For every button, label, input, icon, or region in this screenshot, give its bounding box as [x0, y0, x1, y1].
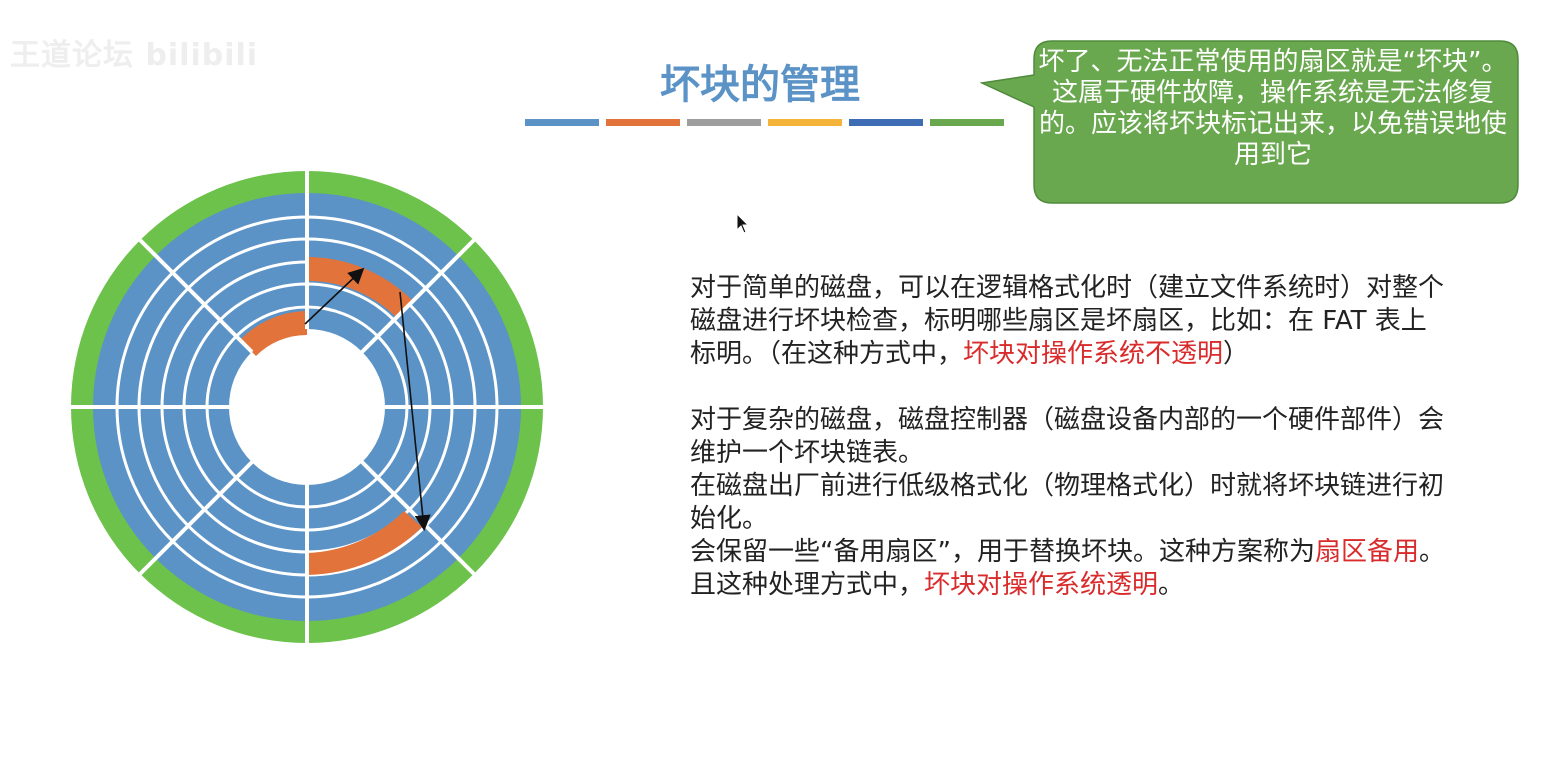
callout-bubble: [980, 40, 1519, 204]
bad-block: [307, 511, 422, 575]
emphasis-text: 扇区备用: [1314, 537, 1419, 567]
emphasis-text: 坏块对操作系统透明: [924, 570, 1159, 600]
text-run: 会保留一些“备用扇区”，用于替换坏块。这种方案称为: [690, 537, 1315, 567]
paragraph-low-level-format: 在磁盘出厂前进行低级格式化（物理格式化）时就将坏块链进行初始化。: [690, 471, 1445, 534]
title-color-bars: [525, 119, 1005, 127]
slide-title: 坏块的管理: [660, 62, 860, 108]
bad-block: [307, 257, 413, 317]
paragraph-complex-disk: 对于复杂的磁盘，磁盘控制器（磁盘设备内部的一个硬件部件）会维护一个坏块链表。: [690, 405, 1445, 468]
color-bar: [606, 119, 680, 126]
color-bar: [525, 119, 599, 126]
link-arrow: [399, 291, 431, 532]
color-bar: [849, 119, 923, 126]
color-bar: [687, 119, 761, 126]
text-run: 对于简单的磁盘，可以在逻辑格式化时（建立文件系统时）对整个磁盘进行坏块检查，标明…: [690, 273, 1445, 369]
color-bar: [930, 119, 1004, 126]
callout-text: 坏了、无法正常使用的扇区就是“坏块”。这属于硬件故障，操作系统是无法修复的。应该…: [1038, 47, 1508, 170]
text-run: 。且这种处理方式中，: [690, 537, 1445, 600]
bad-block: [240, 311, 307, 356]
disk-diagram: [65, 165, 549, 649]
text-run: 。: [1158, 570, 1185, 600]
color-bar: [768, 119, 842, 126]
paragraph-simple-disk: 对于简单的磁盘，可以在逻辑格式化时（建立文件系统时）对整个磁盘进行坏块检查，标明…: [690, 272, 1450, 371]
mouse-cursor-icon: [736, 213, 750, 234]
text-run: ）: [1223, 339, 1250, 369]
link-arrow: [304, 267, 365, 325]
disk-center-hole: [229, 329, 385, 485]
body-text: 对于简单的磁盘，可以在逻辑格式化时（建立文件系统时）对整个磁盘进行坏块检查，标明…: [690, 272, 1450, 602]
watermark-logo: 王道论坛 bilibili: [10, 38, 259, 73]
paragraph-spare-sectors: 会保留一些“备用扇区”，用于替换坏块。这种方案称为扇区备用。且这种处理方式中，坏…: [690, 536, 1450, 602]
emphasis-text: 坏块对操作系统不透明: [963, 339, 1224, 369]
